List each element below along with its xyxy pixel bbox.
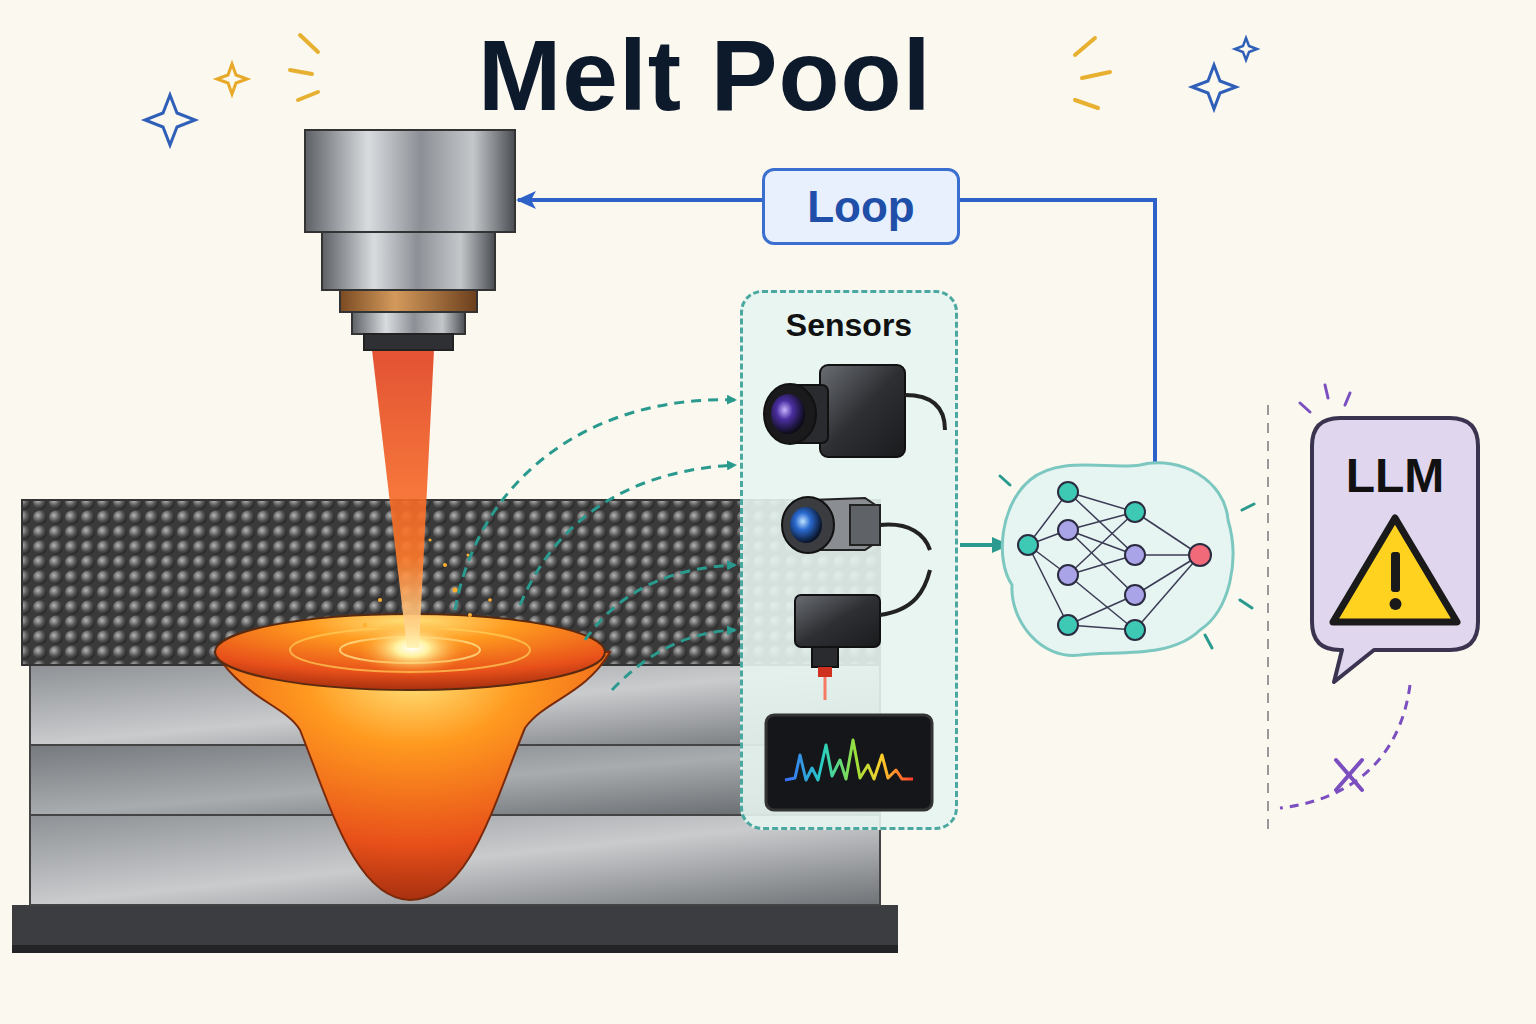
neural-network-part-part (1000, 476, 1010, 485)
neural-network-part (1000, 476, 1254, 648)
melt-pool-part-part (453, 588, 458, 593)
melt-pool-part-part (363, 623, 367, 627)
sensing-arrows-part (455, 400, 735, 610)
llm-bubble: LLM (1312, 418, 1478, 650)
control-loop-arrows-part (960, 200, 1155, 480)
neural-network-part-part (1125, 585, 1145, 605)
melt-pool-part-part (378, 598, 382, 602)
loop-box: Loop (762, 168, 960, 245)
laser-nozzle-part (372, 350, 434, 648)
sparkles-part-part (1075, 38, 1095, 55)
build-block-part (12, 945, 898, 953)
neural-network-part-part (1028, 545, 1068, 625)
sparkles-part (1235, 38, 1257, 60)
melt-pool-part-part (488, 598, 492, 602)
neural-network-part (1002, 463, 1233, 656)
neural-network-part-part (1068, 530, 1135, 595)
laser-nozzle-part (352, 312, 465, 334)
neural-network-part-part (1125, 620, 1145, 640)
neural-network-part-part (1068, 492, 1135, 555)
neural-network-part-part (1018, 535, 1038, 555)
llm-separator-part (1300, 385, 1350, 412)
neural-network-part-part (1242, 504, 1254, 510)
melt-pool-part-part (428, 538, 431, 541)
neural-network-part-part (1058, 615, 1078, 635)
neural-network-part-part (1189, 544, 1211, 566)
sensing-arrows-part (520, 465, 735, 605)
llm-separator-part-part (1345, 393, 1350, 405)
sparkles-part-part (298, 92, 318, 100)
sparkles-part-part (1082, 72, 1110, 78)
llm-separator-part-part (1336, 760, 1362, 790)
sensing-arrows (455, 400, 735, 690)
llm-separator-part (1336, 760, 1362, 790)
bubble-text: LLM (1312, 418, 1478, 503)
melt-pool-part-part (468, 613, 472, 617)
laser-nozzle-part (305, 130, 515, 232)
sparkles-part-part (300, 35, 318, 52)
sparkles-part (145, 95, 195, 145)
neural-network-part-part (1058, 565, 1078, 585)
sensing-arrows-part (612, 630, 735, 690)
neural-network-part-part (1058, 520, 1078, 540)
neural-network (1000, 463, 1254, 656)
neural-network-part-part (1125, 545, 1145, 565)
llm-separator-part-part (1336, 760, 1362, 790)
laser-nozzle-part (340, 290, 477, 312)
control-loop-arrows-part (518, 198, 762, 202)
laser-nozzle (305, 130, 515, 648)
neural-network-part (1028, 492, 1200, 630)
neural-network-part-part (1068, 512, 1135, 575)
llm-separator-part-part (1325, 385, 1328, 398)
sparkles-part (1192, 65, 1236, 109)
sparkles-part-part (1075, 100, 1098, 108)
llm-separator-part (1280, 685, 1410, 808)
node-label: Sensors (743, 307, 955, 344)
neural-network-part (1018, 482, 1211, 640)
diagram-title: Melt Pool (478, 18, 931, 133)
sparkles-part-part (290, 70, 312, 74)
sensor-panel: Sensors (740, 290, 958, 830)
sparkles-part (217, 64, 247, 94)
bubble-shape (1312, 418, 1478, 682)
laser-nozzle-part (322, 232, 495, 290)
llm-separator-part-part (1300, 403, 1310, 412)
neural-network-part-part (1205, 635, 1212, 648)
melt-pool-part-part (443, 563, 447, 567)
neural-network-part-part (1125, 502, 1145, 522)
neural-network-part-part (1068, 595, 1135, 625)
neural-network-part-part (1058, 482, 1078, 502)
sensing-arrows-part (585, 565, 735, 640)
node-label: LLM (1312, 448, 1478, 503)
laser-nozzle-part (364, 334, 453, 350)
node-label: Loop (807, 182, 915, 232)
build-block-part (12, 905, 898, 953)
llm-separator-part (1267, 405, 1269, 835)
neural-network-part-part (1240, 600, 1252, 608)
